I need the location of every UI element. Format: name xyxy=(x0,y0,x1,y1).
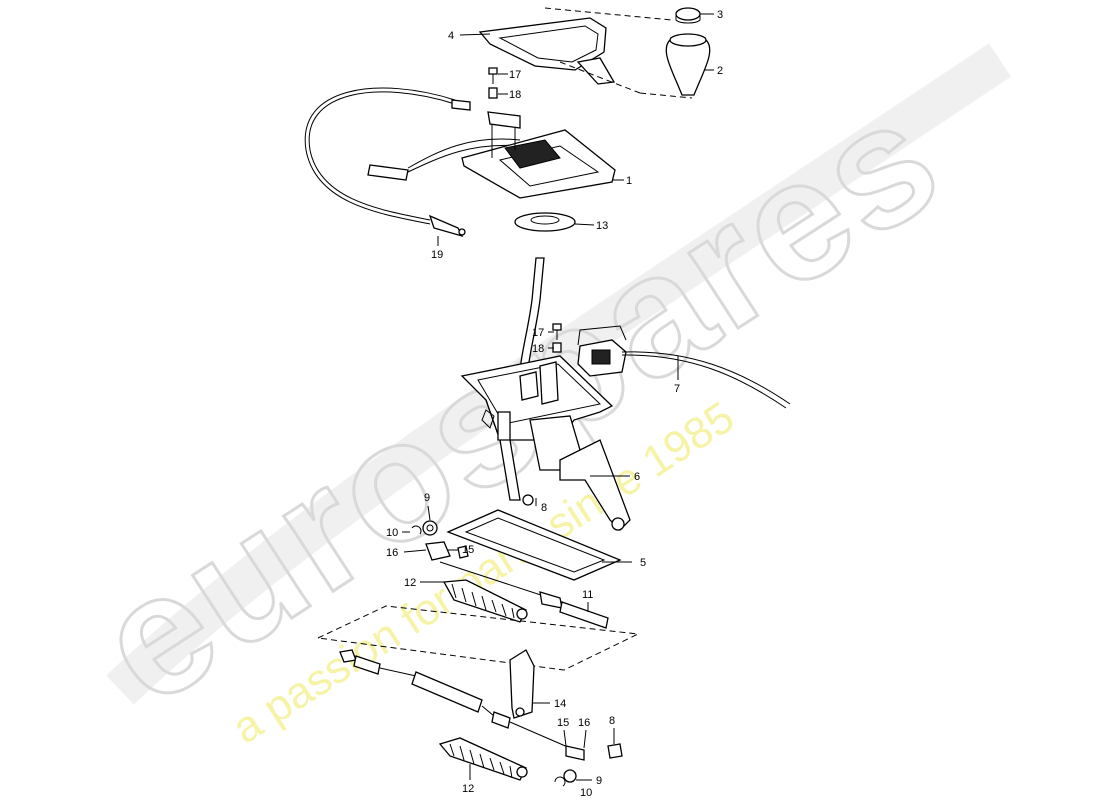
callout-8-lower: 8 xyxy=(609,715,615,727)
part-18-washer-mid xyxy=(552,342,562,353)
part-16-block xyxy=(425,541,451,561)
part-17-bolt-top xyxy=(488,67,498,84)
part-9-bushing-lower xyxy=(563,769,577,783)
part-2-shift-knob xyxy=(665,7,711,96)
callout-12-lower: 12 xyxy=(462,783,474,795)
callouts: 4 3 2 17 18 1 13 19 17 18 7 6 9 8 10 15 … xyxy=(386,9,723,799)
callout-10-mid: 10 xyxy=(386,527,398,539)
callout-6: 6 xyxy=(634,471,640,483)
leader-lines xyxy=(402,13,714,781)
part-12-bellows-top xyxy=(442,579,528,623)
part-6-housing xyxy=(460,355,631,531)
part-9-bushing xyxy=(422,520,438,536)
callout-5: 5 xyxy=(640,557,646,569)
part-7-solenoid xyxy=(577,325,791,409)
part-8-bolt xyxy=(522,494,534,506)
part-14-bracket xyxy=(509,649,535,719)
part-15-clip xyxy=(457,545,469,559)
callout-18-top: 18 xyxy=(509,89,521,101)
callout-17-top: 17 xyxy=(509,69,521,81)
connector-plug xyxy=(367,138,523,181)
part-12-bellows-lower xyxy=(438,737,528,781)
callout-18-mid: 18 xyxy=(532,343,544,355)
part-1-selector-top xyxy=(461,111,616,199)
callout-13: 13 xyxy=(596,220,608,232)
part-19-cable xyxy=(304,87,471,238)
leader-dashed-bottom xyxy=(316,605,640,671)
callout-9-lower: 9 xyxy=(596,775,602,787)
part-17-bolt-mid xyxy=(552,323,562,340)
callout-2: 2 xyxy=(717,65,723,77)
part-18-washer-top xyxy=(488,87,498,99)
part-13-cap xyxy=(514,212,576,232)
callout-15-lower: 15 xyxy=(557,717,569,729)
callout-8-mid: 8 xyxy=(541,502,547,514)
part-4-gate-cover xyxy=(478,17,616,85)
callout-19: 19 xyxy=(431,249,443,261)
callout-9-mid: 9 xyxy=(424,492,430,504)
callout-14: 14 xyxy=(554,698,566,710)
part-8-bolt-lower xyxy=(607,743,623,759)
callout-1: 1 xyxy=(626,175,632,187)
part-11-cable xyxy=(439,561,609,629)
callout-10-lower: 10 xyxy=(580,787,592,799)
part-lower-cable xyxy=(339,649,585,761)
leader-dashed-top xyxy=(544,7,693,99)
callout-17-mid: 17 xyxy=(532,327,544,339)
callout-11: 11 xyxy=(582,589,593,601)
callout-7: 7 xyxy=(674,383,680,395)
part-5-gasket xyxy=(446,509,622,581)
part-10-clip xyxy=(411,525,422,535)
callout-12-upper: 12 xyxy=(404,577,416,589)
callout-15-mid: 15 xyxy=(462,544,474,556)
callout-16-lower: 16 xyxy=(578,717,590,729)
part-10-clip-lower xyxy=(554,776,566,787)
callout-16-mid: 16 xyxy=(386,547,398,559)
callout-4: 4 xyxy=(448,30,454,42)
callout-3: 3 xyxy=(717,9,723,21)
